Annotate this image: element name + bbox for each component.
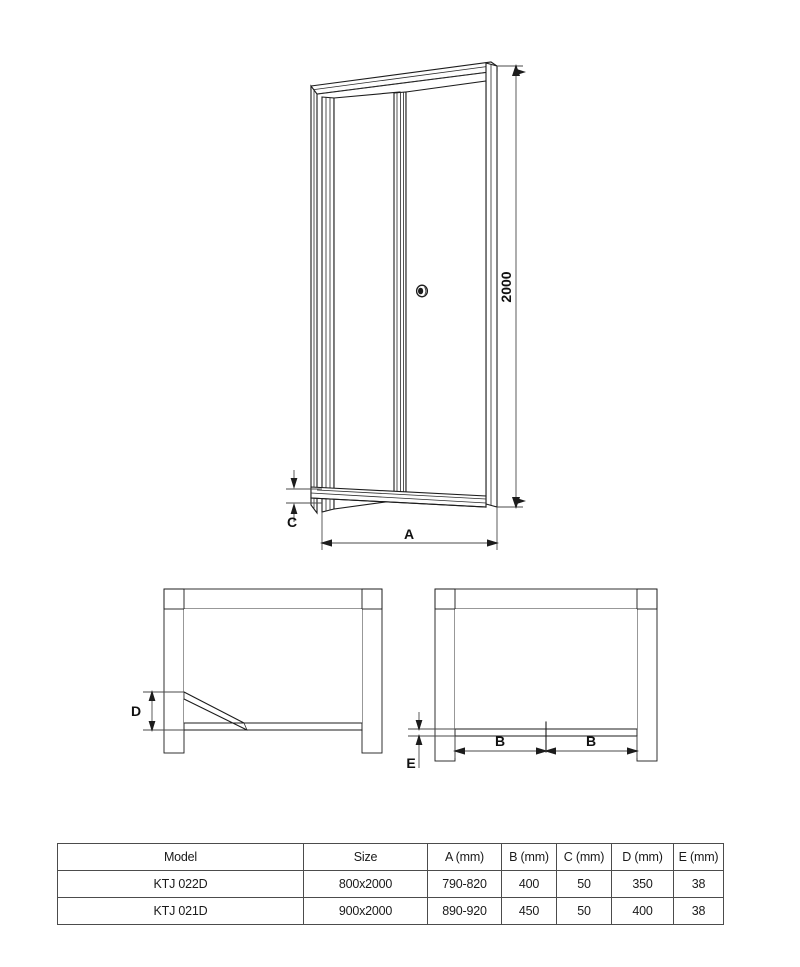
cell-a: 790-820 (427, 870, 502, 898)
cell-model: KTJ 021D (57, 897, 304, 925)
panel-track-left (183, 722, 363, 731)
column-header-a: A (mm) (427, 843, 502, 871)
dimension-a: A (320, 507, 499, 550)
column-header-size: Size (303, 843, 428, 871)
column-header-model: Model (57, 843, 304, 871)
panel-track-right (454, 721, 638, 753)
dimension-e: E (406, 712, 455, 771)
dimension-b-left: B (453, 733, 548, 758)
cell-d: 350 (611, 870, 674, 898)
dimension-b-right: B (544, 733, 639, 758)
cell-a: 890-920 (427, 897, 502, 925)
door-knob (415, 284, 429, 298)
cell-d: 400 (611, 897, 674, 925)
left-frame-post (321, 96, 335, 513)
column-header-e: E (mm) (673, 843, 724, 871)
dimension-label-b-left: B (495, 733, 505, 749)
table-row: KTJ 022D 800x2000 790-820 400 50 350 38 (57, 870, 724, 898)
left-glass-panel (333, 91, 401, 510)
specification-table: Model Size A (mm) B (mm) C (mm) D (mm) E… (57, 843, 724, 925)
column-header-c: C (mm) (556, 843, 612, 871)
left-wall-profile (310, 84, 318, 515)
cell-e: 38 (673, 897, 724, 925)
specification-table-wrapper: Model Size A (mm) B (mm) C (mm) D (mm) E… (57, 843, 724, 925)
column-header-d: D (mm) (611, 843, 674, 871)
dimension-d: D (131, 690, 184, 732)
cell-b: 450 (501, 897, 557, 925)
dimension-c: C (286, 470, 322, 530)
cell-e: 38 (673, 870, 724, 898)
dimension-label-b-right: B (586, 733, 596, 749)
cell-model: KTJ 022D (57, 870, 304, 898)
plan-view-open: D (131, 588, 383, 754)
cell-c: 50 (556, 870, 612, 898)
plan-view-closed: B B E (406, 588, 658, 771)
table-row: KTJ 021D 900x2000 890-920 450 50 400 38 (57, 897, 724, 925)
door-leaf-swing (183, 691, 248, 731)
dimension-label-a: A (404, 526, 414, 542)
center-hinge-post (393, 91, 407, 502)
dimension-label-d: D (131, 703, 141, 719)
base-edge (310, 497, 487, 508)
dimension-label-e: E (406, 755, 415, 771)
cell-b: 400 (501, 870, 557, 898)
dimension-label-c: C (287, 514, 297, 530)
cell-size: 800x2000 (303, 870, 428, 898)
right-wall-profile (485, 62, 498, 508)
dimension-height-2000: 2000 (497, 64, 526, 509)
front-perspective-view: 2000 C A (286, 61, 526, 550)
cell-c: 50 (556, 897, 612, 925)
table-header-row: Model Size A (mm) B (mm) C (mm) D (mm) E… (57, 843, 724, 871)
column-header-b: B (mm) (501, 843, 557, 871)
dimension-label-height: 2000 (498, 271, 514, 302)
cell-size: 900x2000 (303, 897, 428, 925)
